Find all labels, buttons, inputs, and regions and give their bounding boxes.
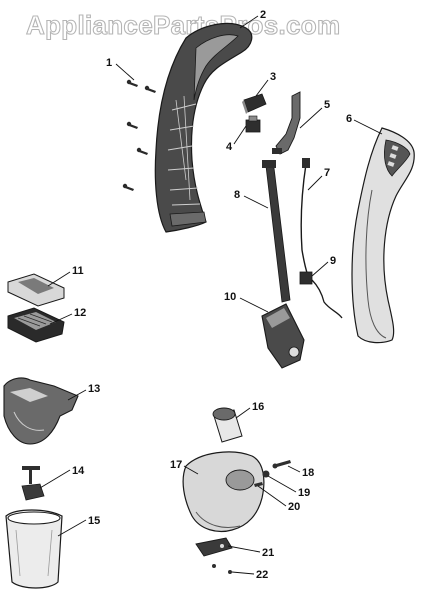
part-6-handle-cover — [351, 127, 415, 344]
part-22-small-screw — [212, 564, 232, 574]
callout-3: 3 — [270, 71, 276, 83]
part-14-latch — [21, 466, 45, 501]
part-1-screws — [122, 79, 156, 191]
part-2-handle-frame — [154, 22, 253, 233]
part-8-rod — [262, 160, 291, 303]
part-18-screw — [272, 460, 291, 469]
callout-16: 16 — [252, 401, 264, 413]
callout-1: 1 — [106, 57, 112, 69]
callout-14: 14 — [72, 465, 85, 477]
part-3-switch-button — [242, 93, 267, 114]
callout-11: 11 — [72, 265, 84, 277]
callout-13: 13 — [88, 383, 100, 395]
part-11-filter-frame — [7, 273, 65, 307]
part-12-filter — [7, 307, 65, 343]
callout-8: 8 — [234, 189, 240, 201]
part-13-filter-housing — [3, 377, 79, 445]
part-16-cylinder — [212, 407, 243, 443]
callout-18: 18 — [302, 467, 314, 479]
callout-12: 12 — [74, 307, 86, 319]
part-7-wire-harness — [300, 158, 310, 277]
callout-19: 19 — [298, 487, 310, 499]
callout-labels: 1 2 3 4 5 6 7 8 9 10 11 12 13 14 15 16 1… — [72, 9, 352, 581]
callout-4: 4 — [226, 141, 233, 153]
callout-10: 10 — [224, 291, 236, 303]
callout-7: 7 — [324, 167, 330, 179]
callout-15: 15 — [88, 515, 100, 527]
part-4-switch — [245, 115, 261, 133]
callout-21: 21 — [262, 547, 274, 559]
part-17-motor-housing — [182, 451, 265, 533]
part-21-clip — [195, 537, 233, 557]
callout-22: 22 — [256, 569, 268, 581]
callout-9: 9 — [330, 255, 336, 267]
callout-5: 5 — [324, 99, 330, 111]
part-15-dust-cup — [5, 509, 63, 589]
callout-2: 2 — [260, 9, 266, 21]
part-19-spring — [262, 470, 270, 478]
callout-6: 6 — [346, 113, 352, 125]
watermark: AppliancePartsPros.com — [26, 10, 340, 40]
part-20-pin — [254, 482, 263, 487]
part-10-pack — [261, 303, 305, 369]
callout-20: 20 — [288, 501, 300, 513]
leader-lines — [39, 15, 383, 575]
callout-17: 17 — [170, 459, 182, 471]
part-5-bracket — [272, 91, 301, 155]
part-9-cord — [299, 271, 343, 319]
